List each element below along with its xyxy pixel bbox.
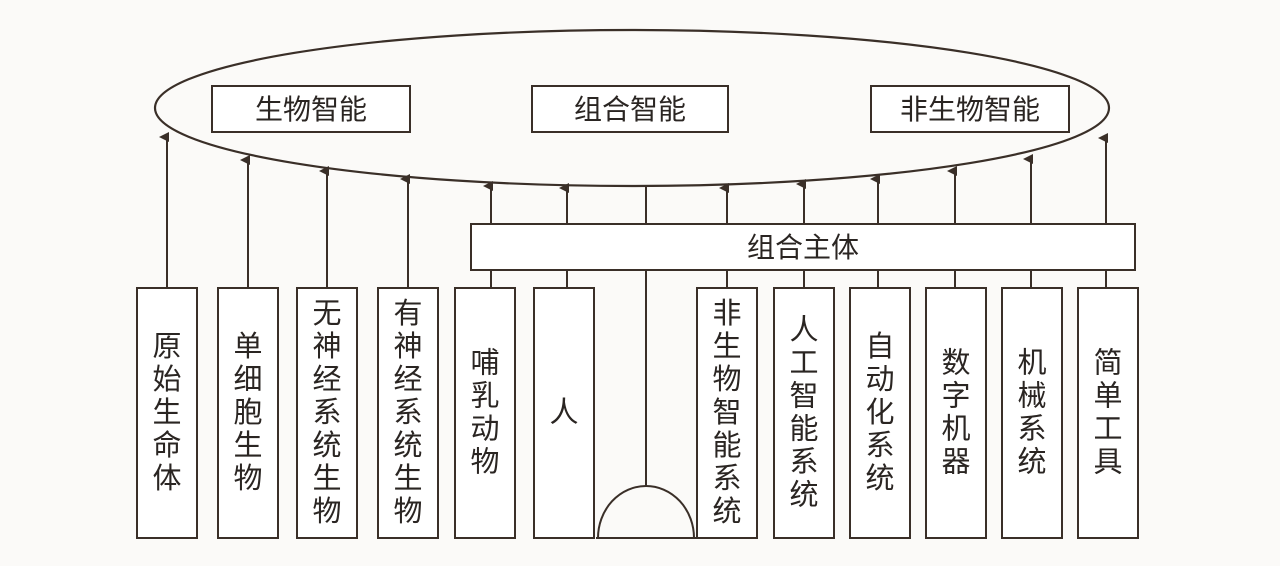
combined-intelligence-label: 组合智能 xyxy=(574,93,686,126)
combined-subject-bar: 组合主体 xyxy=(470,223,1136,271)
combined-intelligence-box: 组合智能 xyxy=(531,85,729,133)
column-mechanical: 机械系统 xyxy=(1001,287,1063,539)
column-no-nervous: 无神经系统生物 xyxy=(296,287,358,539)
column-label: 人 xyxy=(549,395,578,429)
intelligence-ellipse xyxy=(153,28,1111,188)
column-digital-machine: 数字机器 xyxy=(925,287,987,539)
column-box xyxy=(696,287,758,539)
column-box xyxy=(925,287,987,539)
column-label: 无神经系统生物 xyxy=(312,296,341,528)
biological-intelligence-box: 生物智能 xyxy=(211,85,411,133)
nonbiological-intelligence-label: 非生物智能 xyxy=(900,93,1040,126)
column-unicellular: 单细胞生物 xyxy=(217,287,279,539)
column-mammal: 哺乳动物 xyxy=(454,287,516,539)
column-box xyxy=(377,287,439,539)
column-label: 原始生命体 xyxy=(152,329,181,495)
column-label: 简单工具 xyxy=(1093,346,1122,479)
column-label: 人工智能系统 xyxy=(789,313,818,512)
column-nervous: 有神经系统生物 xyxy=(377,287,439,539)
column-label: 自动化系统 xyxy=(865,329,894,495)
combined-arrows xyxy=(483,133,1108,224)
column-box xyxy=(296,287,358,539)
column-box xyxy=(136,287,198,539)
column-box xyxy=(1077,287,1139,539)
nonbiological-intelligence-box: 非生物智能 xyxy=(870,85,1070,133)
column-box xyxy=(849,287,911,539)
column-human: 人 xyxy=(533,287,595,539)
column-automation: 自动化系统 xyxy=(849,287,911,539)
combined-subject-label: 组合主体 xyxy=(747,231,859,264)
biological-arrows xyxy=(159,132,410,288)
dome-shape xyxy=(597,485,695,539)
column-primitive: 原始生命体 xyxy=(136,287,198,539)
column-label: 数字机器 xyxy=(941,346,970,479)
column-box xyxy=(773,287,835,539)
column-box xyxy=(533,287,595,539)
column-label: 哺乳动物 xyxy=(470,346,499,479)
entity-columns: 原始生命体 单细胞生物 无神经系统生物 有神经系统生物 哺乳动物 人 非生物智能系统 人工智能… xyxy=(136,287,1139,539)
column-ai-system: 人工智能系统 xyxy=(773,287,835,539)
column-box xyxy=(454,287,516,539)
column-box xyxy=(1001,287,1063,539)
biological-intelligence-label: 生物智能 xyxy=(255,93,367,126)
column-label: 有神经系统生物 xyxy=(393,296,422,528)
column-simple-tool: 简单工具 xyxy=(1077,287,1139,539)
bar-to-box-connectors xyxy=(490,270,1107,288)
column-label: 机械系统 xyxy=(1017,346,1046,479)
column-nonbio-intelligence: 非生物智能系统 xyxy=(696,287,758,539)
column-box xyxy=(217,287,279,539)
column-label: 单细胞生物 xyxy=(233,329,262,495)
column-label: 非生物智能系统 xyxy=(712,296,741,528)
